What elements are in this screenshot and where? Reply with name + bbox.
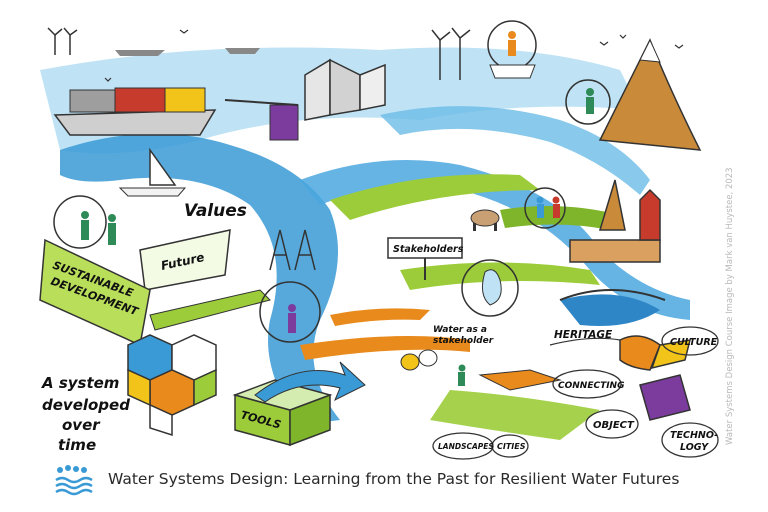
hexagon-blocks (127, 334, 217, 437)
person-icon (458, 364, 466, 386)
crane-icon (224, 99, 299, 141)
viewers-circle (53, 195, 107, 249)
heritage-underline (549, 337, 621, 346)
platform (489, 64, 536, 79)
orange-road (300, 336, 470, 360)
bridge (559, 289, 666, 301)
river-branch-right (300, 160, 690, 320)
future-platform (139, 229, 231, 291)
distant-ship-1 (115, 50, 165, 56)
thinker-circle (565, 79, 611, 125)
green-strip-a (330, 174, 540, 220)
industrial-buildings (304, 58, 386, 121)
culture-oval (661, 326, 719, 356)
cargo-ship-icon (53, 87, 217, 136)
puzzle-piece-icon (619, 335, 692, 421)
green-field-bottom (430, 390, 600, 440)
image-credit: Water Systems Design Course Image by Mar… (725, 167, 735, 445)
birds (104, 29, 684, 82)
object-label: OBJECT (593, 420, 635, 431)
object-oval (585, 409, 639, 439)
caption-title: Water Systems Design: Learning from the … (108, 470, 680, 488)
pylon-icon (269, 229, 316, 271)
person-icon (81, 211, 116, 245)
orange-road-2 (330, 308, 430, 326)
masks-icon (400, 349, 438, 371)
landscapes-oval (432, 432, 494, 460)
person-icon (586, 88, 594, 114)
technology-label-line1: TECHNO- (670, 430, 718, 441)
connecting-label: CONNECTING (558, 381, 624, 391)
water-person-circle (461, 259, 519, 317)
stakeholders-label: Stakeholders (393, 244, 464, 255)
sailboat-icon (118, 147, 187, 197)
cities-label: CITIES (497, 442, 526, 451)
system-label-line2: developed (42, 396, 130, 414)
green-strip-b (400, 262, 600, 290)
river-branch-east (380, 106, 650, 195)
technology-oval (661, 422, 719, 458)
technology-label-line2: LOGY (680, 442, 709, 453)
pylon-circle (259, 281, 321, 343)
connecting-oval (552, 369, 622, 399)
cities-oval (491, 434, 529, 458)
system-label-line3: over (62, 416, 101, 434)
landscapes-label: LANDSCAPES (438, 442, 494, 451)
connecting-path (478, 369, 562, 391)
heritage-label: HERITAGE (554, 329, 613, 341)
distant-ship-2 (225, 48, 260, 54)
values-label: Values (184, 201, 247, 221)
future-arrow (149, 289, 271, 331)
tools-box (232, 379, 333, 447)
person-icon (552, 196, 560, 218)
culture-label: CULTURE (670, 337, 718, 348)
water-stakeholder-line1: Water as a (433, 325, 487, 335)
cow-icon (470, 209, 500, 231)
system-label-line4: time (58, 436, 96, 454)
system-label-line1: A system (41, 374, 119, 392)
water-stakeholder-line2: stakeholder (433, 336, 494, 346)
river-loop (560, 294, 660, 326)
logo-waves-icon (55, 465, 93, 496)
person-icon (536, 196, 544, 218)
person-icon (508, 31, 516, 56)
windmill-icon (569, 179, 661, 263)
person-icon (288, 304, 296, 333)
wind-turbine-icon (47, 27, 471, 80)
discussion-circle (524, 187, 566, 229)
main-river (60, 133, 340, 426)
tools-arrow (254, 361, 366, 403)
water-figure (481, 269, 502, 306)
